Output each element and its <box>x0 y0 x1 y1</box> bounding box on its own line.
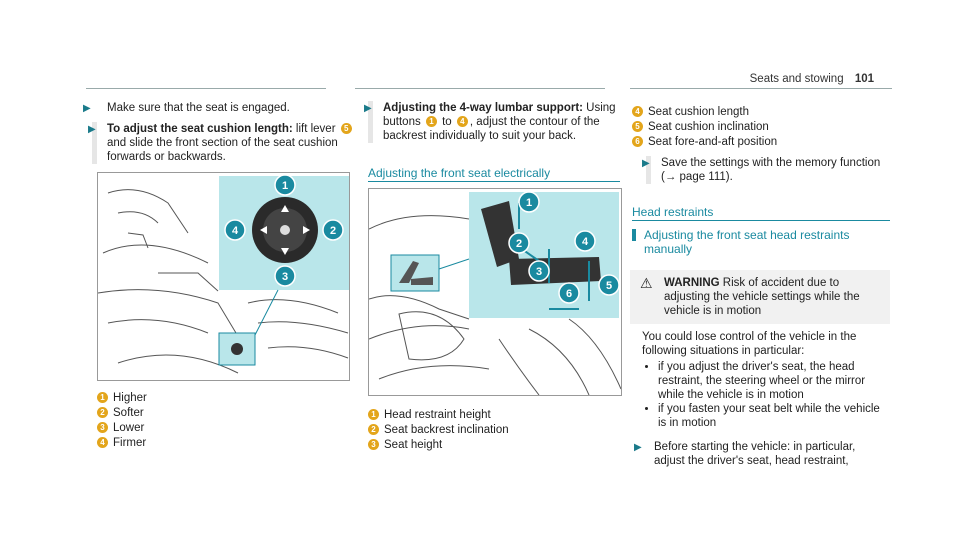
section-title-electric: Adjusting the front seat electrically <box>368 166 551 180</box>
warning-header: ⚠ WARNING Risk of accident due to adjust… <box>630 270 890 324</box>
fig-label-2: 2 <box>330 225 336 237</box>
fig-label-3: 3 <box>536 266 542 278</box>
fig-label-1: 1 <box>526 197 532 209</box>
header-rule-middle <box>355 88 605 89</box>
door-panel-illustration: 1 2 3 4 5 6 <box>369 191 621 395</box>
page-number: 101 <box>854 73 874 85</box>
step-arrow-icon: ▶ <box>634 442 642 453</box>
fig-label-6: 6 <box>566 288 572 300</box>
section-underline <box>368 181 620 182</box>
header-rule-right <box>630 88 892 89</box>
warning-list-item: if you fasten your seat belt while the v… <box>658 402 882 430</box>
backrest-switch <box>481 201 519 267</box>
fig-label-1: 1 <box>282 180 288 192</box>
fig-label-5: 5 <box>606 280 612 292</box>
step-arrow-icon: ▶ <box>83 103 91 114</box>
figure-highlight-switch <box>390 254 440 292</box>
warning-list-item: if you adjust the driver's seat, the hea… <box>658 360 882 402</box>
step-arrow-icon: ▶ <box>642 158 650 169</box>
section-name: Seats and stowing <box>749 73 844 85</box>
step-arrow-icon: ▶ <box>364 103 372 114</box>
step-engage-seat: ▶ Make sure that the seat is engaged. <box>83 102 290 114</box>
section-underline <box>632 220 890 221</box>
fig-label-2: 2 <box>516 238 522 250</box>
header-rule-left <box>86 88 326 89</box>
fig-label-4: 4 <box>232 225 239 237</box>
subheading-marker <box>632 229 636 241</box>
fig-label-4: 4 <box>582 236 589 248</box>
figure-electric-seat: 1 2 3 4 5 6 <box>368 188 622 396</box>
figure-lumbar-support: 1 2 3 4 <box>97 172 350 381</box>
page-reference: (→ page 111). <box>661 171 733 183</box>
warning-summary: Risk of accident due to adjusting the ve… <box>664 277 860 317</box>
cushion-switch <box>509 257 601 285</box>
step-save-memory: ▶ Save the settings with the memory func… <box>642 156 893 184</box>
section-title-head-restraints: Head restraints <box>632 205 714 219</box>
fig-label-3: 3 <box>282 271 288 283</box>
step-lumbar-support: ▶ Adjusting the 4-way lumbar support: Us… <box>364 101 621 143</box>
step-cushion-length: ▶ To adjust the seat cushion length: lif… <box>88 122 357 164</box>
step-arrow-icon: ▶ <box>88 124 96 135</box>
warning-triangle-icon: ⚠ <box>640 275 653 291</box>
seat-side-illustration: 1 2 3 4 <box>98 174 349 374</box>
warning-title: WARNING <box>664 277 720 289</box>
warning-box: ⚠ WARNING Risk of accident due to adjust… <box>630 270 890 467</box>
step-before-starting: ▶ Before starting the vehicle: in partic… <box>634 441 856 467</box>
warning-body: You could lose control of the vehicle in… <box>630 324 890 468</box>
running-header: Seats and stowing 101 <box>750 73 874 85</box>
lever-number-badge: 5 <box>340 123 352 134</box>
subheading-manual: Adjusting the front seat head restraints… <box>644 228 850 256</box>
warning-list: if you adjust the driver's seat, the hea… <box>642 360 882 430</box>
